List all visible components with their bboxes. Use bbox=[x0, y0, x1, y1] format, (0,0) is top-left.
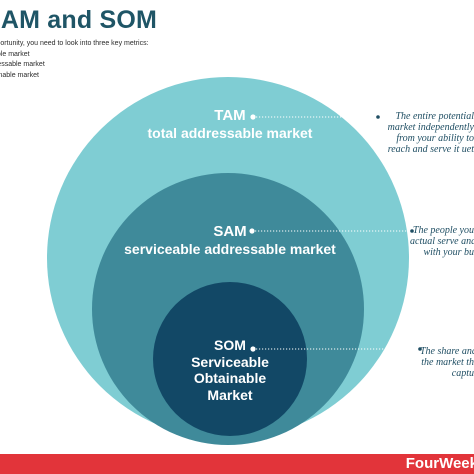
sam-acronym: SAM bbox=[213, 223, 247, 240]
intro-text: ness opportunity, you need to look into … bbox=[0, 39, 149, 81]
som-name-line: Obtainable bbox=[193, 370, 267, 387]
sam-name: serviceable addressable market bbox=[124, 240, 336, 257]
som-connector-end bbox=[418, 347, 422, 351]
som-connector-dot bbox=[250, 346, 256, 352]
tam-name: total addressable market bbox=[147, 124, 313, 141]
sam-connector-end bbox=[410, 229, 414, 233]
tam-connector-dot bbox=[250, 114, 256, 120]
tam-label: TAM total addressable market bbox=[120, 107, 340, 141]
som-circle bbox=[153, 282, 307, 436]
tam-description-line: from your ability to bbox=[396, 133, 474, 144]
sam-description-line: with your bu bbox=[423, 247, 474, 258]
tam-description-line: reach and serve it uet bbox=[387, 144, 474, 155]
som-description-line: The share and bbox=[420, 346, 474, 357]
intro-line: ble addressable market bbox=[0, 61, 45, 68]
som-acronym: SOM bbox=[214, 337, 246, 353]
sam-description-line: The people you bbox=[412, 225, 474, 236]
som-name-line: Market bbox=[207, 386, 253, 403]
intro-line: ddressable market bbox=[0, 50, 30, 58]
som-description-line: captu bbox=[451, 368, 474, 379]
som-description-line: the market th bbox=[421, 357, 474, 368]
tam-description-line: market independently bbox=[387, 122, 474, 133]
brand-logo: FourWeek bbox=[405, 455, 474, 472]
sam-description-line: actual serve and bbox=[410, 236, 474, 247]
footer-bar: FourWeek bbox=[0, 454, 474, 474]
intro-line: ness opportunity, you need to look into … bbox=[0, 40, 149, 47]
page-title: SAM and SOM bbox=[0, 6, 158, 34]
tam-acronym: TAM bbox=[214, 107, 246, 124]
sam-connector-dot bbox=[249, 228, 255, 234]
intro-line: ble obtainable market bbox=[0, 71, 39, 79]
tam-description: The entire potential market independentl… bbox=[378, 111, 474, 155]
som-name-line: Serviceable bbox=[191, 353, 269, 370]
som-label: SOM Serviceable Obtainable Market bbox=[150, 337, 310, 403]
sam-label: SAM serviceable addressable market bbox=[100, 223, 360, 257]
tam-description-line: The entire potential bbox=[395, 111, 474, 122]
sam-description: The people you actual serve and with you… bbox=[410, 225, 474, 258]
tam-connector-end bbox=[376, 115, 380, 119]
som-description: The share and the market th captu bbox=[420, 346, 474, 379]
